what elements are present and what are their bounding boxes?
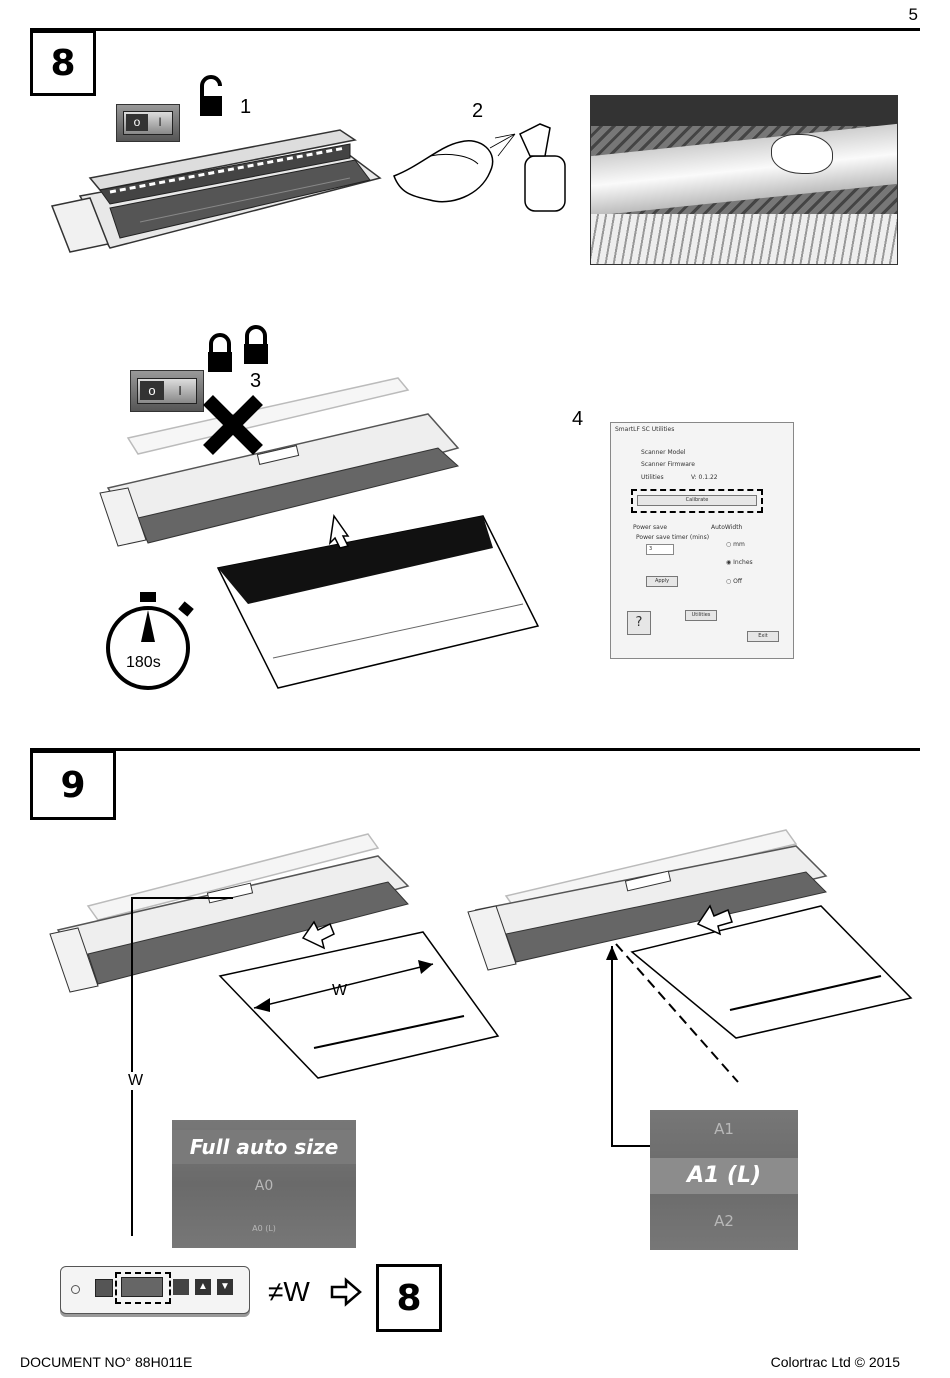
size-display [121,1277,163,1297]
apply-button[interactable]: Apply [646,576,678,587]
glass-cleaning-photo [590,95,898,265]
width-label-vertical: W [128,1072,144,1090]
label-4: 4 [572,408,584,430]
scanner-calibration-illustration [99,377,540,689]
unlocked-padlock-icon [200,75,222,116]
right-arrow-outline-icon [330,1277,362,1307]
option-a0-l: A0 (L) [252,1224,276,1233]
power-save-label: Power save [633,524,668,531]
calibrate-button[interactable]: Calibrate [637,495,757,506]
scanner-control-panel: ▲ ▼ [60,1266,250,1314]
stopwatch-icon [106,592,194,690]
option-off-label: Off [733,578,743,585]
document-number: DOCUMENT NO° 88H011E [20,1354,193,1370]
stop-button[interactable] [95,1279,113,1297]
step8-rule [30,28,920,31]
label-1: 1 [240,96,252,118]
power-switch-icon-2: o I [130,370,204,412]
goto-step-8-box: 8 [376,1264,442,1332]
option-a2: A2 [714,1212,734,1230]
option-inches[interactable]: ◉ Inches [726,559,753,566]
power-save-timer-label: Power save timer (mins) [636,534,710,541]
autowidth-label: AutoWidth [711,524,743,531]
paper-size-panel-left: Full auto size A0 A0 (L) [172,1120,356,1248]
copyright: Colortrac Ltd © 2015 [770,1354,900,1370]
up-arrow-button[interactable]: ▲ [195,1279,211,1295]
label-2: 2 [472,100,484,122]
option-mm-label: mm [733,541,745,548]
power-switch-icon: o I [116,104,180,142]
status-led-icon [71,1285,80,1294]
width-label: W [332,982,348,999]
timer-input[interactable]: 3 [646,544,674,555]
scanner-model-label: Scanner Model [641,449,686,456]
size-display-highlight [115,1272,171,1304]
down-arrow-button[interactable]: ▼ [217,1279,233,1295]
option-full-auto-size: Full auto size [172,1130,356,1164]
step9-number-box: 9 [30,750,116,820]
step8-number-box: 8 [30,30,96,96]
scanner-paper-size-illustration [467,829,913,1147]
utilities-version: V: 0.1.22 [691,474,718,481]
page-number: 5 [908,5,918,24]
label-3: 3 [250,370,262,392]
cloth-and-spray-icon [393,123,566,212]
scanner-open-illustration [50,129,382,253]
option-a0: A0 [254,1178,274,1194]
option-off[interactable]: ○ Off [726,578,743,585]
locked-padlock-icon-2 [244,325,268,364]
option-a1: A1 [714,1120,734,1138]
locked-padlock-icon [208,333,232,372]
option-inches-label: Inches [733,559,753,566]
dialog-title: SmartLF SC Utilities [615,426,675,433]
exit-button[interactable]: Exit [747,631,779,642]
utilities-dialog: SmartLF SC Utilities Scanner Model Scann… [610,422,794,659]
mode-button[interactable] [173,1279,189,1295]
timer-label: 180s [126,654,161,671]
help-button[interactable]: ? [627,611,651,635]
step9-rule [30,748,920,751]
utilities-button[interactable]: Utilities [685,610,717,621]
option-a1-l: A1 (L) [650,1158,798,1194]
scanner-firmware-label: Scanner Firmware [641,461,695,468]
calibrate-highlight [631,489,763,513]
paper-size-panel-right: A1 A1 (L) A2 [650,1110,798,1250]
not-equal-w-label: ≠W [268,1276,310,1307]
scanner-auto-width-illustration [49,833,500,1236]
option-mm[interactable]: ○ mm [726,541,745,548]
utilities-label: Utilities [641,474,664,481]
